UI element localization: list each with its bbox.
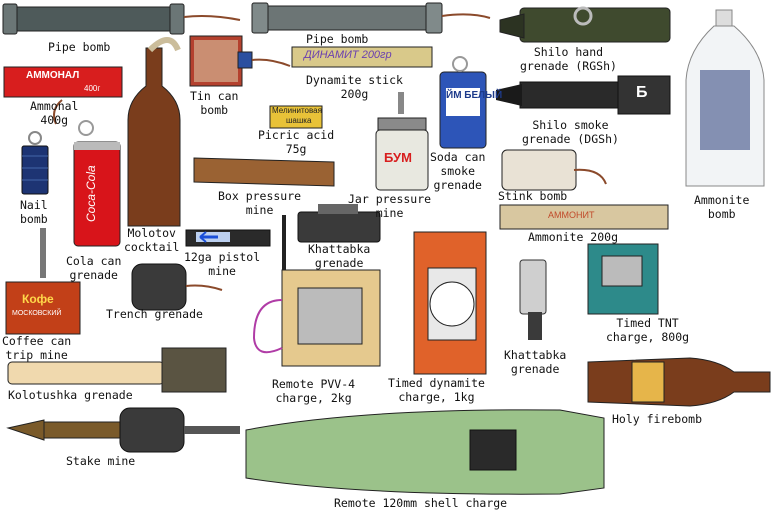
label-stake: Stake mine: [66, 454, 136, 468]
dgsh-letter-mark: Б: [636, 84, 648, 101]
shell-charge-icon: [245, 409, 605, 495]
label-pipe-bomb-2: Pipe bomb: [306, 32, 369, 46]
label-ammonite-bomb: Ammonite bomb: [694, 193, 750, 221]
label-nail-bomb: Nail bomb: [20, 198, 48, 226]
label-coffee: Coffee can trip mine: [2, 334, 72, 362]
label-kolotushka: Kolotushka grenade: [8, 388, 133, 402]
label-timed-dynamite: Timed dynamite charge, 1kg: [388, 376, 485, 404]
soda-can-smoke-icon: [439, 56, 487, 149]
khattabka-grenade-2-icon: [519, 259, 547, 340]
label-stink-bomb: Stink bomb: [498, 189, 568, 203]
label-trench: Trench grenade: [106, 307, 203, 321]
cola-can-grenade-icon: [73, 120, 121, 247]
cola-mark: Coca-Cola: [84, 165, 98, 222]
label-holy: Holy firebomb: [612, 412, 703, 426]
label-molotov: Molotov cocktail: [124, 226, 180, 254]
box-pressure-mine-icon: [193, 157, 335, 187]
coffee-sub-mark: МОСКОВСКИЙ: [12, 310, 62, 317]
label-khattabka-2: Khattabka grenade: [504, 348, 567, 376]
picric-mark-1: Мелинитовая: [272, 106, 322, 115]
kolotushka-grenade-icon: [7, 347, 227, 393]
coffee-brand-mark: Кофе: [22, 292, 54, 306]
label-shilo-smoke: Shilo smoke grenade (DGSh): [522, 118, 619, 146]
holy-firebomb-icon: [587, 357, 771, 407]
soda-mark: ЙМ БЕЛЫЙ: [446, 90, 503, 101]
label-khattabka-1: Khattabka grenade: [308, 242, 371, 270]
ammonite-wrap-mark: АММОНИТ: [548, 210, 595, 220]
shilo-smoke-grenade-icon: [496, 75, 671, 115]
label-ammonite-200g: Ammonite 200g: [528, 230, 619, 244]
pipe-bomb-2-icon: [251, 2, 491, 34]
pipe-bomb-1-icon: [2, 3, 241, 35]
khattabka-grenade-1-icon: [297, 204, 381, 243]
dynamite-stick-icon: [291, 46, 433, 68]
ammonal-block-icon: [3, 66, 123, 125]
ammonal-weight-mark: 400г: [84, 84, 101, 93]
label-tin-can: Tin can bomb: [190, 89, 239, 117]
tin-can-bomb-icon: [189, 35, 291, 87]
remote-pvv4-charge-icon: [252, 215, 381, 367]
label-dynamite-stick: Dynamite stick 200g: [306, 73, 403, 101]
jar-pressure-mine-icon: [375, 92, 429, 191]
label-ammonal: Ammonal 400g: [30, 99, 79, 127]
dynamite-mark: ДИНАМИТ 200гр: [304, 49, 392, 61]
label-picric-acid: Picric acid 75g: [258, 128, 335, 156]
label-shilo-hand: Shilo hand grenade (RGSh): [520, 45, 617, 73]
jar-mark: БУМ: [384, 150, 412, 165]
label-cola-can: Cola can grenade: [66, 254, 122, 282]
ammonite-200g-icon: [499, 204, 669, 230]
trench-grenade-icon: [131, 263, 223, 311]
label-pipe-bomb-1: Pipe bomb: [48, 40, 111, 54]
label-pistol-mine: 12ga pistol mine: [184, 250, 261, 278]
label-remote-pvv: Remote PVV-4 charge, 2kg: [272, 377, 356, 405]
ammonal-brand-mark: АММОНАЛ: [26, 70, 80, 81]
label-box-pressure: Box pressure mine: [218, 189, 302, 217]
picric-mark-2: шашка: [286, 116, 312, 125]
nail-bomb-icon: [21, 131, 49, 195]
pistol-mine-icon: [185, 229, 271, 247]
picric-acid-icon: [269, 105, 323, 129]
label-shell: Remote 120mm shell charge: [334, 496, 508, 510]
label-timed-tnt: Timed TNT charge, 800g: [606, 316, 690, 344]
stake-mine-icon: [6, 407, 240, 453]
stink-bomb-icon: [501, 149, 607, 191]
label-soda-can: Soda can smoke grenade: [430, 150, 486, 192]
timed-tnt-charge-icon: [587, 243, 659, 315]
timed-dynamite-charge-icon: [413, 231, 487, 375]
ammonite-bomb-bottle-icon: [685, 9, 765, 187]
coffee-can-mine-icon: [5, 228, 81, 335]
label-jar-pressure: Jar pressure mine: [348, 192, 432, 220]
shilo-hand-grenade-icon: [499, 6, 671, 43]
molotov-bottle-icon: [127, 37, 181, 227]
